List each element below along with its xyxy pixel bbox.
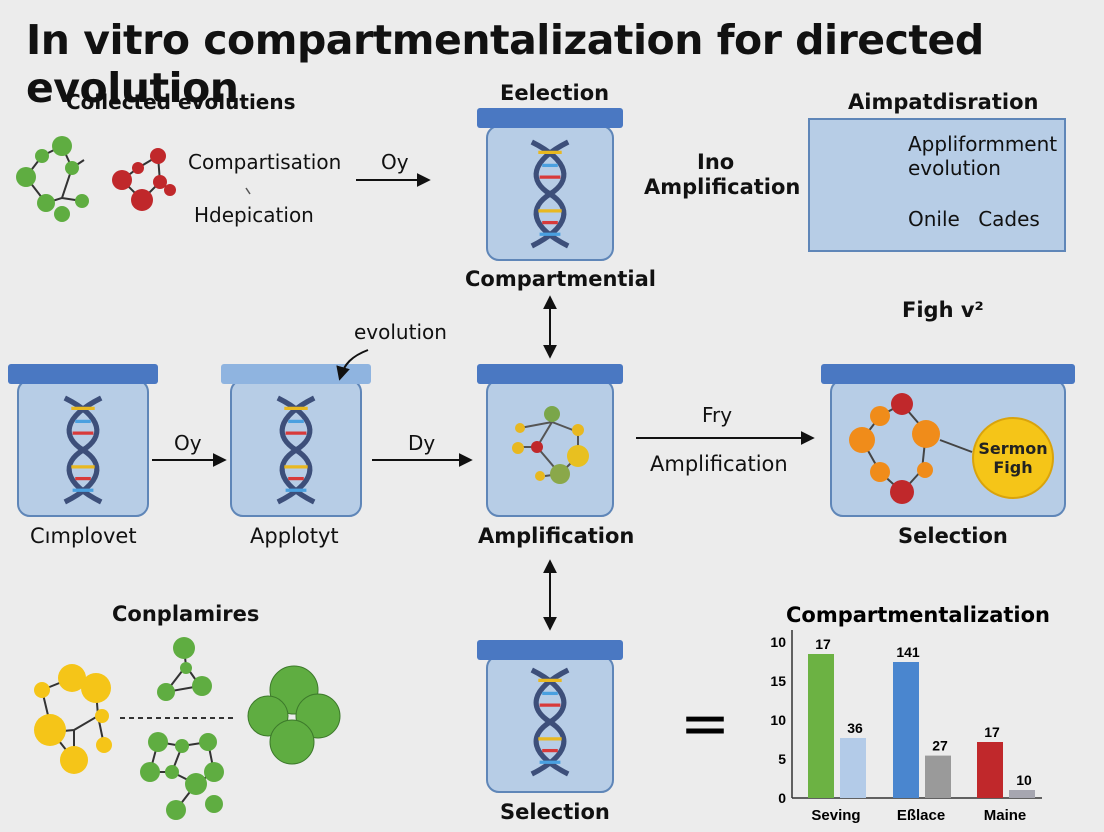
chart-data-label: 27 [932,738,948,754]
yellow-molecule-icon [34,664,112,774]
label-amplification-arrow: Amplification [650,452,788,476]
label-cimplovet: Cımplovet [30,524,137,548]
chart-x-tick-label: Eßlace [897,807,945,824]
label-hdepication: Hdepication [194,203,314,227]
label-applotyt: Applotyt [250,524,339,548]
chart-bar [808,654,834,798]
label-amplification-top: Amplification [644,175,801,199]
container-second [221,364,371,517]
label-aimpatdisration: Aimpatdisration [848,90,1039,114]
label-compartmential: Compartmential [465,267,656,291]
chart-x-tick-label: Maine [984,807,1027,824]
chart-data-label: 17 [815,636,831,652]
info-line-3: Onile Cades [908,207,1040,231]
chart-data-label: 141 [896,644,920,660]
label-collected: Coilected evolutiens [66,90,296,114]
label-amplification-mid: Amplification [478,524,635,548]
green-molecule-icon [157,637,212,701]
chart-bar [977,742,1003,798]
info-line-2: evolution [908,156,1001,180]
chart-data-label: 17 [984,724,1000,740]
label-eelection: Eelection [500,81,610,105]
molecule-icon [512,406,589,484]
chart-data-label: 36 [847,720,863,736]
red-molecule-icon [112,148,176,211]
container-bottom [477,640,623,793]
green-cluster-icon [247,665,341,765]
label-dy: Dy [408,431,436,455]
chart-bar [840,738,866,798]
label-conplamires: Conplamires [112,602,260,626]
equals-sign: = [680,689,730,759]
chart-y-tick-label: 10 [770,634,786,650]
badge-line-1: Sermon [978,439,1048,458]
info-line-1: Appliformment [908,132,1058,156]
chart-y-tick-label: 0 [778,790,786,806]
label-figh-v2: Figh v² [902,298,984,322]
label-selection-bottom: Selection [500,800,610,824]
chart-data-label: 10 [1016,772,1032,788]
container-left [8,364,158,517]
chart-title: Compartmentalization [786,603,1050,627]
label-oy-mid: Oy [174,431,202,455]
chart-x-tick-label: Seving [811,807,860,824]
chart-y-tick-label: 10 [770,712,786,728]
label-ino: Ino [697,150,735,174]
label-oy-top: Oy [381,150,409,174]
badge-line-2: Figh [993,458,1033,477]
green-molecule-icon [140,732,224,820]
chart-bar [893,662,919,798]
molecule-icon [849,393,973,504]
label-evolution-arrow: evolution [354,320,447,344]
chart-y-tick-label: 5 [778,751,786,767]
label-fry: Fry [702,403,733,427]
page-title: In vitro compartmentalization for direct… [26,16,984,112]
chart-bar [925,755,951,798]
chart-y-tick-label: 15 [770,673,786,689]
label-selection-right: Selection [898,524,1008,548]
container-top-center [477,108,623,261]
label-compartisation: Compartisation [188,150,342,174]
green-molecule-icon [16,136,89,222]
container-center [477,364,623,517]
chart-bar [1009,790,1035,798]
